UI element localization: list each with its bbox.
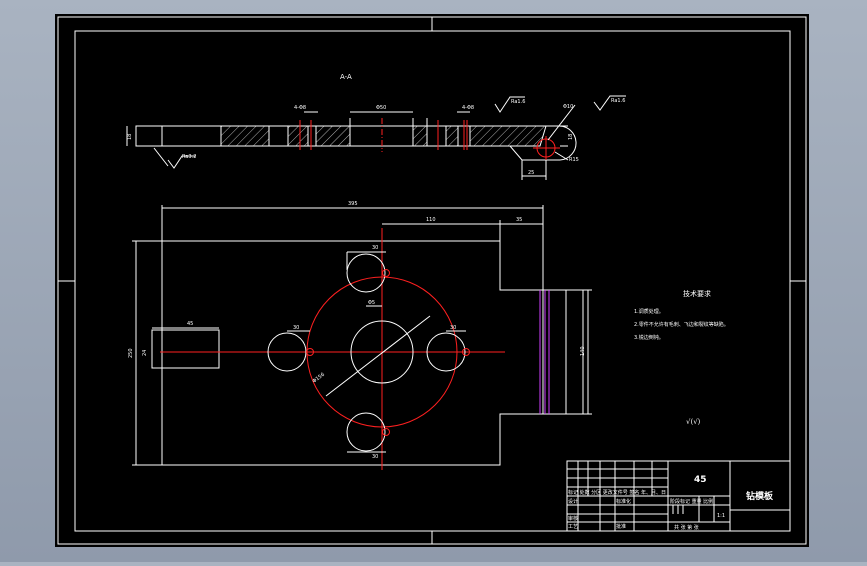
section-view: A-A 18 Φ50 4-Φ8 4-Φ8 [126, 73, 626, 180]
hatch-left-hole [287, 125, 309, 147]
dim-left-hole: 30 [293, 325, 299, 331]
row-stage: 阶段标记 重量 比例 [670, 498, 713, 505]
row-process: 工艺 [568, 524, 578, 530]
technical-requirements: 技术要求 1.调质处理。 2.零件不允许有毛刺、飞边和裂纹等缺陷。 3.锐边倒钝… [634, 289, 729, 426]
tech-item-2: 2.零件不允许有毛刺、飞边和裂纹等缺陷。 [634, 321, 729, 328]
dim-inner-width: 110 [426, 217, 436, 223]
roughness-note: √(√) [686, 418, 701, 426]
dim-width-bottom: 25 [528, 170, 534, 176]
dim-hole-group-right: 4-Φ8 [462, 105, 474, 111]
dim-bottom-hole: 30 [372, 454, 378, 460]
right-tab [542, 289, 584, 415]
hatch-mid-right [412, 125, 428, 147]
finish-bottom: Ra3.2 [182, 154, 196, 160]
drawing-sheet [55, 14, 809, 547]
center-bore [350, 320, 414, 384]
material: 45 [694, 475, 707, 485]
dim-height-right: 18 [568, 134, 574, 140]
hole-top [346, 253, 386, 293]
tech-title: 技术要求 [683, 289, 711, 298]
part-name: 钻模板 [746, 490, 774, 502]
dim-thickness: 18 [127, 134, 133, 140]
dim-slot-width: 45 [187, 321, 193, 327]
tech-item-1: 1.调质处理。 [634, 308, 664, 315]
dim-radius: R15 [569, 157, 579, 163]
dim-hole-group: 4-Φ8 [294, 105, 306, 111]
row-standard: 标准化 [616, 498, 631, 505]
dim-overall-height: 250 [128, 348, 134, 358]
section-label: A-A [340, 73, 352, 81]
hatch-right-hole [445, 125, 459, 147]
hatch-left [220, 125, 270, 147]
dim-center-bore: Φ5 [368, 300, 375, 306]
row-approve: 批准 [616, 523, 626, 530]
dim-center-bore-section: Φ50 [376, 105, 386, 111]
hatch-mid-left [315, 125, 351, 147]
hole-right [426, 332, 466, 372]
dim-top-hole: 30 [372, 245, 378, 251]
finish-top-mid: Ra1.6 [511, 99, 525, 105]
title-block: 45 钻模板 标记 处数 分区 更改文件号 签名 年、月、日 设计 标准化 阶段… [566, 460, 791, 532]
dim-overall-width: 395 [348, 201, 358, 207]
hatch-right [469, 125, 547, 147]
hole-bottom [346, 412, 386, 452]
dim-slot-height: 24 [142, 350, 148, 356]
tech-item-3: 3.锐边倒钝。 [634, 334, 664, 341]
row-marks: 标记 处数 分区 更改文件号 签名 年、月、日 [568, 489, 666, 496]
dim-right-height: 140 [580, 346, 586, 356]
scale: 1:1 [717, 513, 725, 519]
slot [151, 329, 220, 369]
plan-view: 395 110 35 45 24 250 140 30 Φ5 30 30 30 … [128, 201, 592, 470]
dim-right-step: 35 [516, 217, 522, 223]
dim-right-hole: 30 [450, 325, 456, 331]
finish-top-right: Ra1.6 [611, 98, 625, 104]
row-review: 审核 [568, 515, 578, 522]
row-sheets: 共 张 第 张 [674, 524, 699, 531]
centering-marks [58, 17, 806, 544]
dim-pin-hole: Φ10 [563, 104, 573, 110]
row-design: 设计 [568, 498, 578, 505]
